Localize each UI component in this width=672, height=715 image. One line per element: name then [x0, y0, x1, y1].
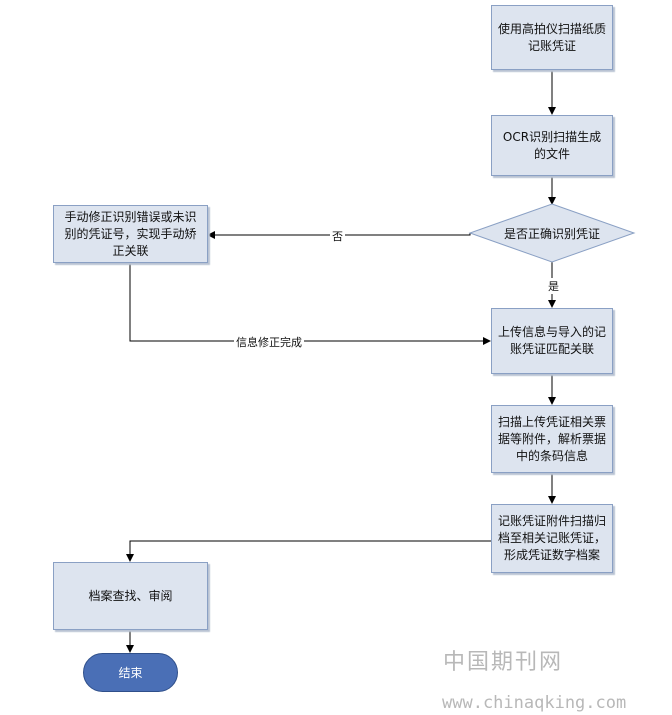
watermark-url: www.chinaqking.com — [442, 693, 627, 713]
node-review: 档案查找、审阅 — [53, 562, 208, 630]
node-decision: 是否正确识别凭证 — [503, 226, 600, 241]
decision-diamond — [468, 203, 636, 263]
node-archive: 记账凭证附件扫描归档至相关记账凭证，形成凭证数字档案 — [491, 504, 613, 573]
label-fixed: 信息修正完成 — [234, 334, 304, 350]
node-upload: 上传信息与导入的记账凭证匹配关联 — [491, 308, 613, 374]
label-yes: 是 — [546, 278, 561, 294]
edge-decision-manual — [207, 231, 471, 239]
edge-manual-upload — [129, 263, 491, 345]
node-ocr: OCR识别扫描生成的文件 — [491, 115, 613, 176]
label-no: 否 — [330, 228, 345, 244]
watermark-cn: 中国期刊网 — [443, 650, 564, 675]
node-end: 结束 — [83, 653, 178, 692]
node-scan: 使用高拍仪扫描纸质记账凭证 — [491, 5, 613, 70]
node-manual: 手动修正识别错误或未识别的凭证号，实现手动矫正关联 — [53, 205, 208, 263]
node-attach: 扫描上传凭证相关票据等附件，解析票据中的条码信息 — [491, 405, 613, 473]
